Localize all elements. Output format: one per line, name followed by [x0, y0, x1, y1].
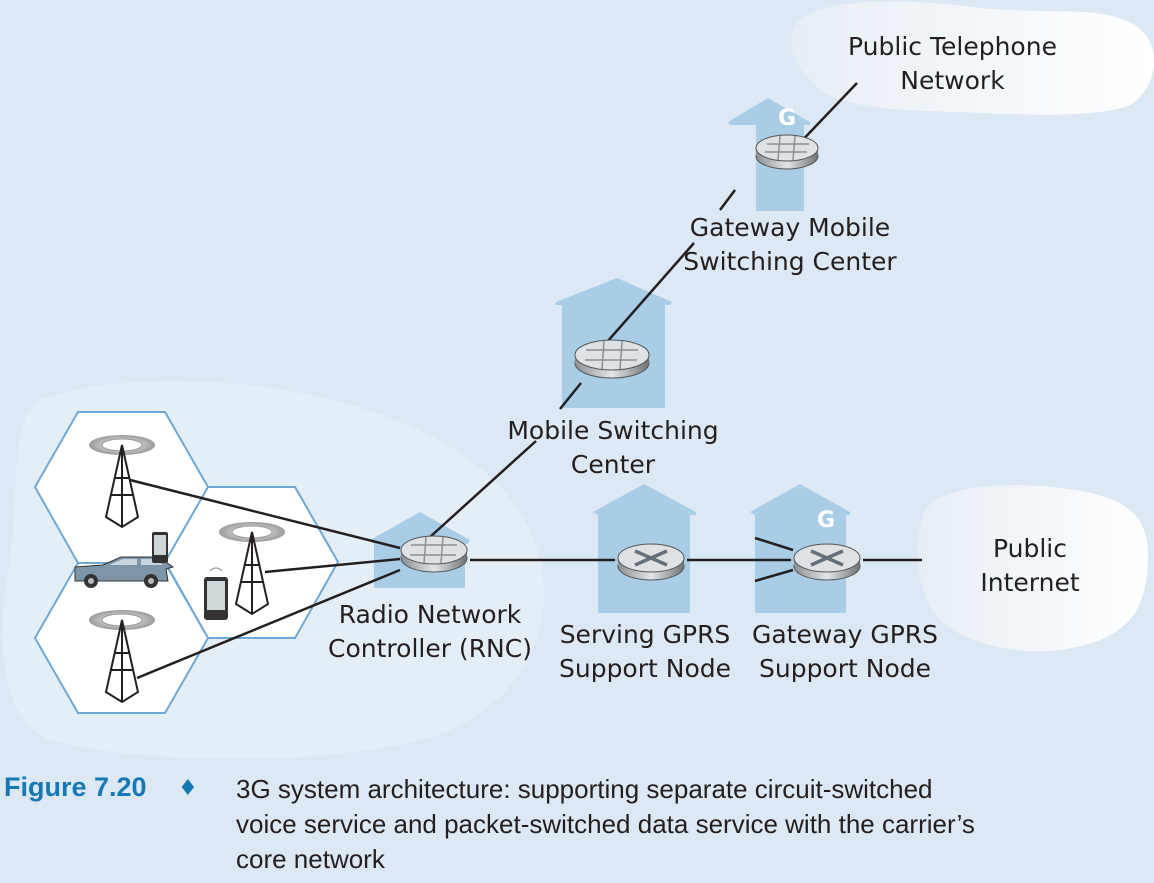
cell-tower-icon [219, 522, 285, 616]
smartphone-icon [152, 532, 168, 563]
gateway-badge: G [778, 106, 796, 131]
label-line: Internet [980, 568, 1080, 597]
switch-icon [793, 543, 861, 581]
label-line: Gateway Mobile [689, 213, 891, 242]
router-icon [755, 134, 819, 170]
ggsn-label: Gateway GPRS Support Node [740, 618, 950, 686]
cell-tower-icon [89, 610, 155, 704]
building-ggsn [750, 484, 850, 613]
label-line: Serving GPRS [559, 620, 731, 649]
public-telephone-cloud [791, 1, 1154, 115]
label-line: Public Telephone [848, 32, 1057, 61]
link-msc-down [559, 382, 582, 410]
label-line: Gateway GPRS [751, 620, 939, 649]
label-line: Network [900, 66, 1005, 95]
cell-tower-icon [89, 435, 155, 529]
switch-icon [617, 543, 685, 581]
caption-line: core network [236, 844, 385, 874]
caption-line: voice service and packet-switched data s… [236, 809, 975, 839]
link-gmsc-down [719, 189, 736, 211]
label-line: Radio Network [338, 600, 522, 629]
msc-label: Mobile Switching Center [468, 414, 758, 482]
public-internet-cloud [917, 485, 1149, 652]
gateway-badge: G [817, 508, 835, 533]
rnc-label: Radio Network Controller (RNC) [295, 598, 565, 666]
figure-number: Figure 7.20 [4, 772, 147, 802]
figure-caption: Figure 7.20 ♦ 3G system architecture: su… [0, 772, 1154, 882]
label-line: Support Node [558, 654, 732, 683]
link-tower2-rnc [264, 557, 401, 574]
label-line: Mobile Switching [507, 416, 719, 445]
link-rnc-msc [429, 440, 537, 538]
caption-text: 3G system architecture: supporting separ… [236, 772, 1136, 877]
public-telephone-label: Public Telephone Network [815, 30, 1090, 98]
label-line: Controller (RNC) [328, 634, 532, 663]
link-tower1-rnc [129, 478, 401, 550]
link-msc-gmsc [599, 242, 695, 351]
label-line: Switching Center [683, 247, 897, 276]
router-icon [400, 535, 468, 573]
router-icon [574, 339, 650, 379]
link-ggsn-in2 [754, 568, 794, 583]
public-internet-label: Public Internet [950, 532, 1110, 600]
car-icon [74, 556, 175, 588]
caption-line: 3G system architecture: supporting separ… [236, 774, 933, 804]
sgsn-label: Serving GPRS Support Node [540, 618, 750, 686]
link-ggsn-in1 [754, 536, 794, 552]
label-line: Public [993, 534, 1067, 563]
architecture-diagram: G G [33, 1, 1154, 714]
label-line: Center [570, 450, 656, 479]
diamond-separator-icon: ♦ [178, 776, 198, 801]
gmsc-label: Gateway Mobile Switching Center [640, 211, 940, 279]
smartphone-icon [204, 567, 228, 620]
link-tower3-rnc [136, 568, 401, 680]
label-line: Support Node [758, 654, 932, 683]
